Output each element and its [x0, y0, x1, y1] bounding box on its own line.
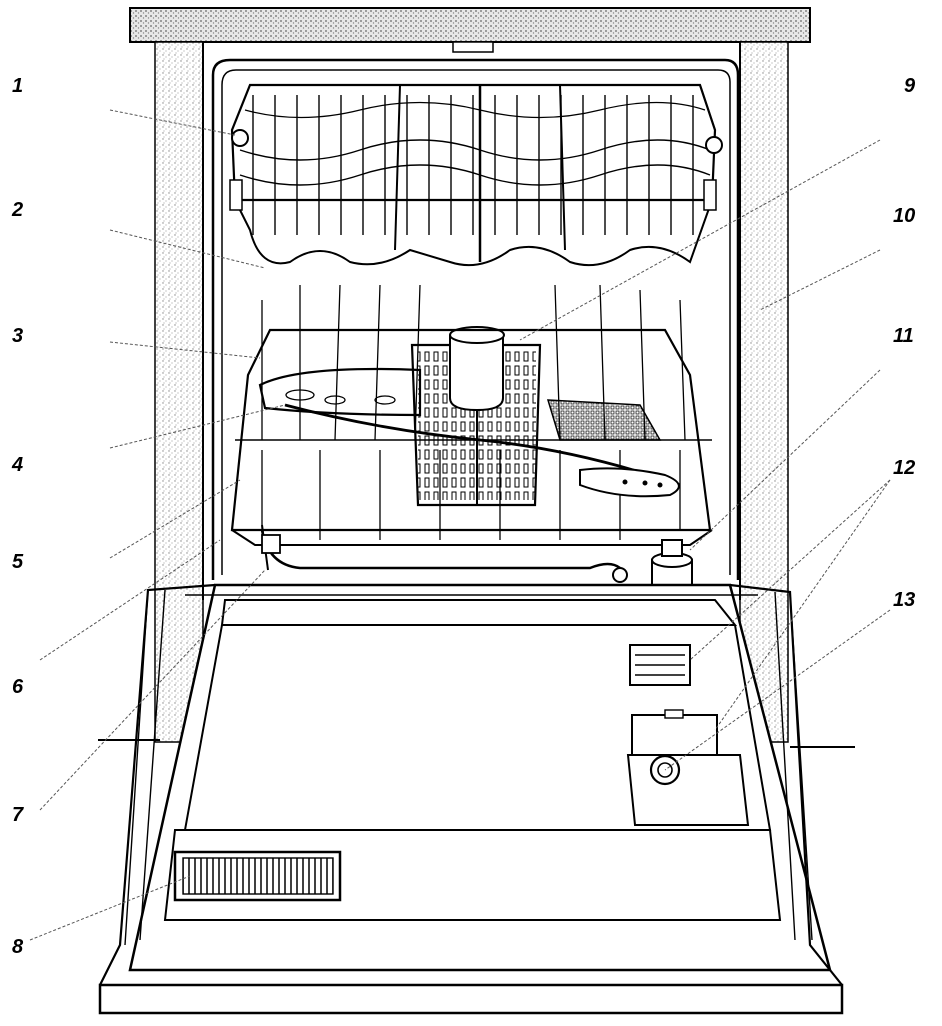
- callout-1: 1: [12, 76, 23, 96]
- floor-pipe: [262, 525, 627, 582]
- door-vent: [165, 830, 780, 920]
- callout-9: 9: [904, 76, 915, 96]
- cutlery-basket: [412, 327, 540, 505]
- filter-mesh: [548, 400, 660, 440]
- callout-10: 10: [893, 206, 915, 226]
- worktop: [130, 8, 810, 42]
- callout-11: 11: [893, 326, 914, 346]
- callout-4: 4: [12, 455, 23, 475]
- callout-3: 3: [12, 326, 23, 346]
- rinse-aid-dispenser: [628, 755, 748, 825]
- callout-6: 6: [12, 677, 23, 697]
- callout-12: 12: [893, 458, 915, 478]
- callout-2: 2: [12, 200, 23, 220]
- callout-5: 5: [12, 552, 23, 572]
- callout-13: 13: [893, 590, 915, 610]
- callout-7: 7: [12, 805, 23, 825]
- callout-8: 8: [12, 937, 23, 957]
- upper-basket: [230, 85, 722, 265]
